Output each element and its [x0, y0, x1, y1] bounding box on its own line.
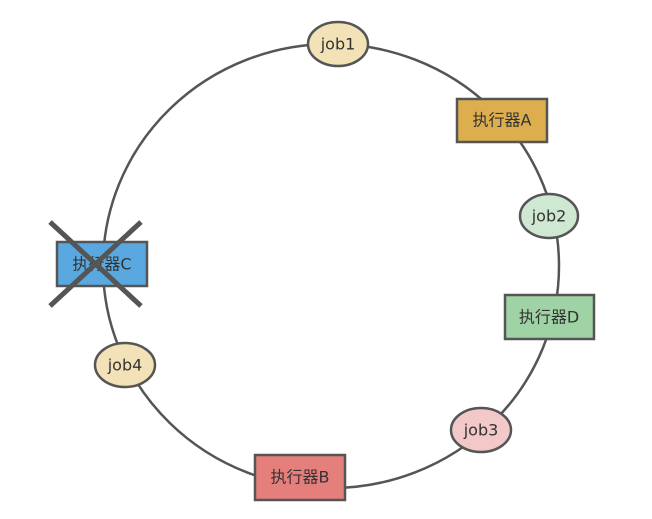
job4-label: job4: [107, 356, 143, 375]
job3-shape: [449, 406, 513, 454]
job4-shape: [93, 341, 157, 389]
executor-a-shape: [455, 97, 549, 144]
executor-b-node: 执行器B: [253, 453, 347, 502]
executor-c-node: 执行器C: [48, 220, 149, 308]
job2-label: job2: [531, 207, 567, 226]
removed-cross-icon: [48, 220, 143, 308]
executor-b-shape: [253, 453, 347, 502]
executor-c-shape: [55, 240, 149, 288]
job1-shape: [306, 20, 370, 68]
executor-b-label: 执行器B: [271, 468, 330, 487]
executor-d-label: 执行器D: [519, 308, 579, 327]
job2-node: job2: [518, 192, 580, 240]
job3-label: job3: [463, 421, 499, 440]
executor-d-node: 执行器D: [503, 293, 596, 341]
job4-node: job4: [93, 341, 157, 389]
job1-node: job1: [306, 20, 370, 68]
job2-shape: [518, 192, 580, 240]
executor-a-label: 执行器A: [473, 111, 532, 130]
executor-a-node: 执行器A: [455, 97, 549, 144]
job1-label: job1: [320, 35, 356, 54]
job3-node: job3: [449, 406, 513, 454]
executor-d-shape: [503, 293, 596, 341]
